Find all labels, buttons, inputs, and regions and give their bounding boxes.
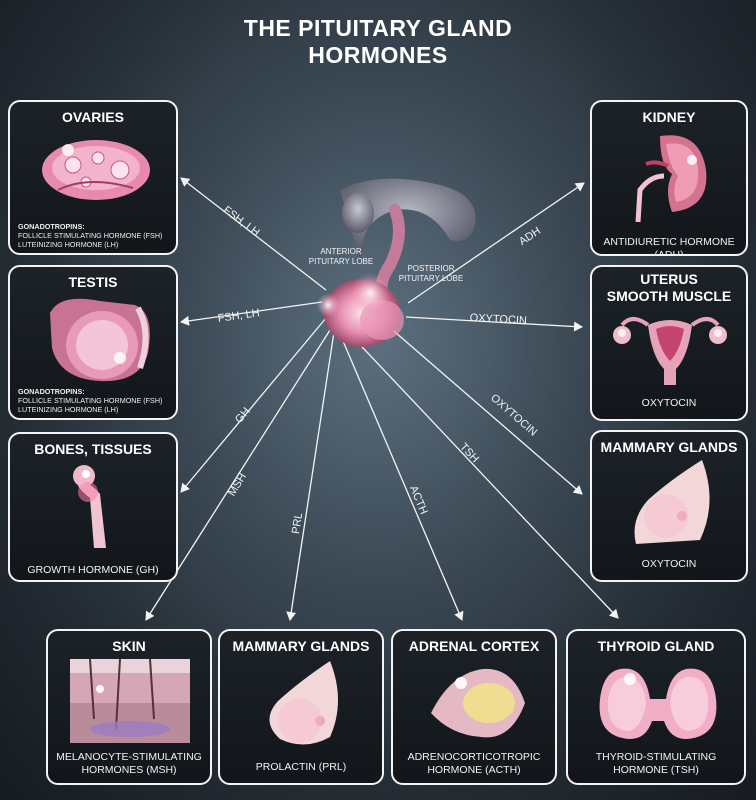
gonadotropins-testis: GONADOTROPINS: FOLLICLE STIMULATING HORM… <box>18 387 163 414</box>
uterus-icon <box>613 317 727 385</box>
skin-icon <box>70 659 190 743</box>
gonadotropins-ovaries: GONADOTROPINS: FOLLICLE STIMULATING HORM… <box>18 222 163 249</box>
box-mammary-bottom: MAMMARY GLANDS PROLACTIN (PRL) <box>218 629 384 785</box>
posterior-lobe-label: POSTERIOR PITUITARY LOBE <box>398 264 464 283</box>
arrow-thyroid <box>347 331 619 619</box>
box-sub-bones: GROWTH HORMONE (GH) <box>27 564 159 576</box>
arrow-testis <box>180 301 323 326</box>
arrow-kidney <box>407 182 585 304</box>
box-ovaries: OVARIES GONADOTROPINS: FOLLICLE STIMULAT… <box>8 100 178 255</box>
box-title-mammary-right: MAMMARY GLANDS <box>600 439 738 455</box>
arrow-uterus <box>405 316 583 332</box>
box-bones: BONES, TISSUES GROWTH HORMONE (GH) <box>8 432 178 582</box>
box-sub-kidney: ANTIDIURETIC HORMONE (ADH) <box>603 236 735 256</box>
arrow-ovaries <box>180 177 327 291</box>
breast-icon <box>269 661 338 745</box>
box-title-ovaries: OVARIES <box>62 109 124 125</box>
testis-icon <box>50 298 150 382</box>
box-mammary-right: MAMMARY GLANDS OXYTOCIN <box>590 430 748 582</box>
pituitary-gland-illustration <box>316 178 476 347</box>
arrow-mammary-bottom <box>286 331 335 621</box>
anterior-lobe-label: ANTERIOR PITUITARY LOBE <box>308 247 374 266</box>
box-title-mammary-bottom: MAMMARY GLANDS <box>232 638 370 654</box>
box-sub-mammary-right: OXYTOCIN <box>641 558 697 570</box>
ovary-icon <box>42 140 150 200</box>
page-title-line2: HORMONES <box>308 42 448 68</box>
box-title-adrenal: ADRENAL CORTEX <box>408 638 540 654</box>
page-title-line1: THE PITUITARY GLAND <box>243 15 513 41</box>
arrow-mammary-right <box>387 325 583 495</box>
thyroid-icon <box>599 668 717 739</box>
box-title-skin: SKIN <box>112 638 146 654</box>
box-title-testis: TESTIS <box>68 274 118 290</box>
box-title-bones: BONES, TISSUES <box>34 441 152 457</box>
box-sub-mammary-bottom: PROLACTIN (PRL) <box>255 761 347 773</box>
box-testis: TESTIS GONADOTROPINS: FOLLICLE STIMULATI… <box>8 265 178 420</box>
breast-icon <box>634 460 710 544</box>
box-kidney: KIDNEY ANTIDIURETIC HORMONE (ADH) <box>590 100 748 256</box>
arrow-bones <box>180 317 327 493</box>
box-sub-uterus: OXYTOCIN <box>641 397 697 409</box>
bone-icon <box>73 465 106 548</box>
adrenal-icon <box>431 668 525 738</box>
kidney-icon <box>635 135 707 222</box>
box-title-kidney: KIDNEY <box>642 109 696 125</box>
box-title-thyroid: THYROID GLAND <box>597 638 715 654</box>
arrow-adrenal <box>339 333 464 621</box>
